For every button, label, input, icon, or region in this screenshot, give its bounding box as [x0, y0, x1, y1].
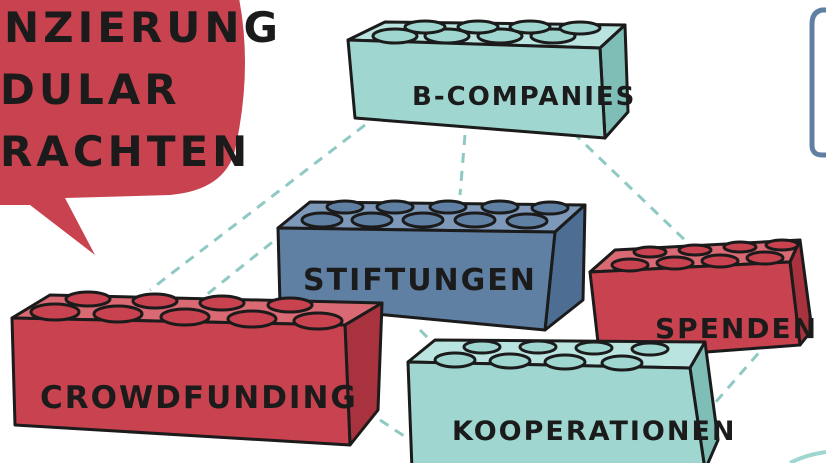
brick-studs: [300, 199, 570, 230]
brick-studs: [610, 238, 800, 273]
brick-label-kooperationen: KOOPERATIONEN: [452, 416, 737, 447]
brick-label-spenden: SPENDEN: [655, 312, 818, 345]
connector-bcompanies-crowdfunding: [149, 123, 366, 292]
connector-bcompanies-stiftungen: [458, 134, 467, 196]
speech-bubble: NZIERUNG DULAR RACHTEN: [0, 0, 282, 255]
connector-bcompanies-spenden: [558, 118, 692, 247]
brick-label-crowdfunding: CROWDFUNDING: [40, 380, 358, 416]
brick-kooperationen: KOOPERATIONEN: [406, 338, 737, 463]
brick-crowdfunding: CROWDFUNDING: [10, 290, 384, 447]
partial-frame-right: [809, 7, 826, 158]
connector-crowdfunding-kooperationen: [379, 418, 411, 442]
bubble-line-1: NZIERUNG: [4, 3, 282, 52]
decorative-arc: [789, 450, 826, 463]
brick-spenden: SPENDEN: [588, 238, 818, 362]
brick-stiftungen: STIFTUNGEN: [276, 199, 587, 332]
brick-label-stiftungen: STIFTUNGEN: [303, 263, 537, 298]
bubble-line-3: RACHTEN: [0, 127, 251, 176]
brick-studs: [433, 339, 670, 372]
brick-studs: [29, 290, 344, 331]
brick-studs: [371, 19, 602, 45]
brick-b-companies: B-COMPANIES: [346, 19, 636, 140]
brick-label-b-companies: B-COMPANIES: [412, 82, 636, 112]
bubble-line-2: DULAR: [0, 65, 181, 114]
